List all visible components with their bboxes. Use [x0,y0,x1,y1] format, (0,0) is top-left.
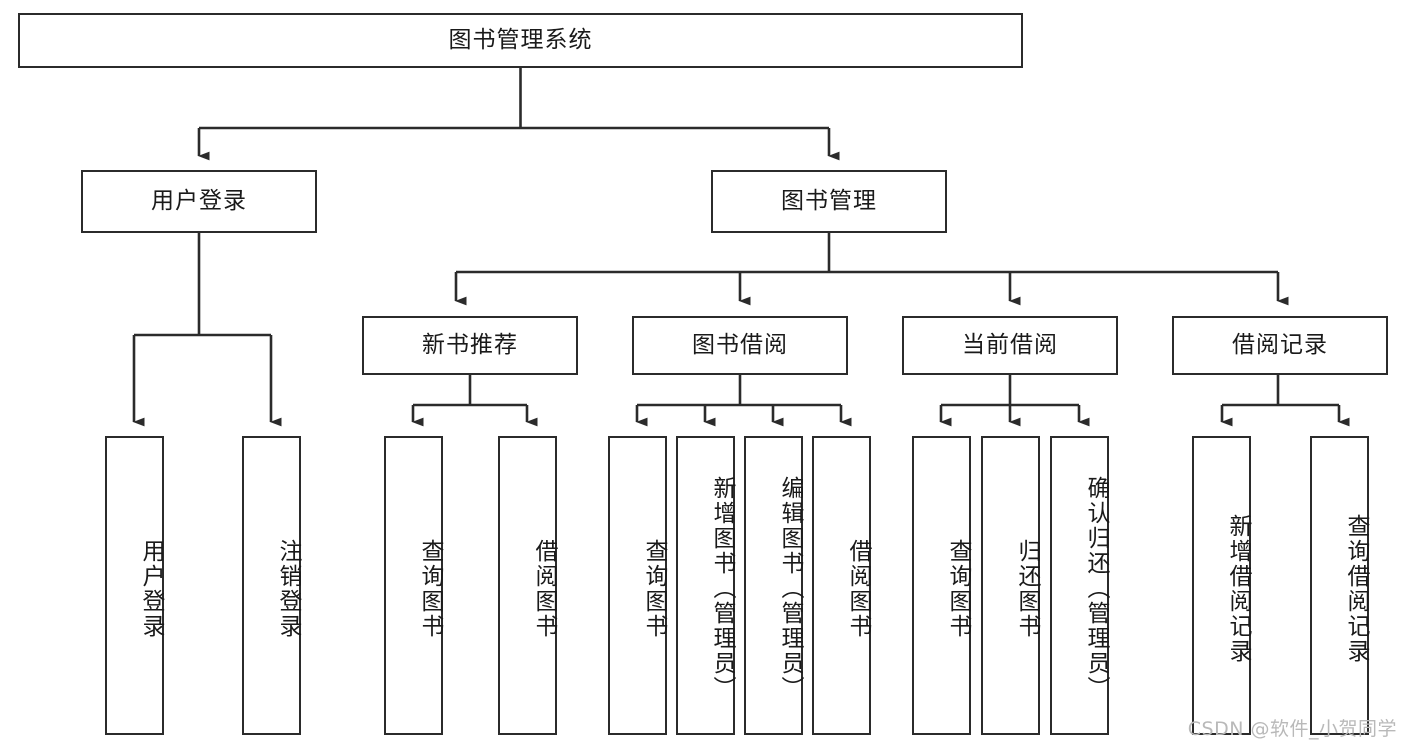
leaf-query-book-borrow[interactable]: 查询图书 [608,436,667,735]
node-label: 归还图书 [1014,538,1040,639]
node-label: 新增借阅记录 [1225,513,1251,664]
node-label: 用户登录 [151,187,247,214]
leaf-query-book-recommend[interactable]: 查询图书 [384,436,443,735]
node-label: 注销登录 [275,538,301,639]
node-root-book-management-system[interactable]: 图书管理系统 [18,13,1023,68]
edges-userlogin-to-leaves [132,233,282,427]
node-current-borrow[interactable]: 当前借阅 [902,316,1118,375]
node-book-borrow[interactable]: 图书借阅 [632,316,848,375]
edges-root-to-level2 [197,68,840,161]
node-label: 新增图书（管理员） [709,476,735,701]
node-label: 借阅图书 [531,538,557,639]
leaf-query-book-current[interactable]: 查询图书 [912,436,971,735]
watermark-text: CSDN @软件_小贺同学 [1187,718,1397,740]
leaf-return-book[interactable]: 归还图书 [981,436,1040,735]
node-label: 编辑图书（管理员） [777,476,803,701]
node-label: 查询图书 [641,538,667,639]
edges-bookmgmt-to-level3 [454,233,1289,306]
node-book-management[interactable]: 图书管理 [711,170,947,233]
edges-bookborrow-to-leaves [635,375,852,427]
leaf-user-login[interactable]: 用户登录 [105,436,164,735]
node-label: 查询图书 [417,538,443,639]
node-user-login[interactable]: 用户登录 [81,170,317,233]
node-label: 查询借阅记录 [1343,513,1369,664]
node-label: 查询图书 [945,538,971,639]
leaf-confirm-return-admin[interactable]: 确认归还（管理员） [1050,436,1109,735]
node-label: 确认归还（管理员） [1083,476,1109,701]
leaf-query-borrow-record[interactable]: 查询借阅记录 [1310,436,1369,735]
leaf-edit-book-admin[interactable]: 编辑图书（管理员） [744,436,803,735]
leaf-logout-login[interactable]: 注销登录 [242,436,301,735]
node-borrow-record[interactable]: 借阅记录 [1172,316,1388,375]
leaf-borrow-book-recommend[interactable]: 借阅图书 [498,436,557,735]
edges-newbook-to-leaves [411,375,538,427]
node-label: 图书管理 [781,187,877,214]
node-label: 当前借阅 [962,331,1058,358]
edges-currentborrow-to-leaves [939,375,1090,427]
node-label: 借阅图书 [845,538,871,639]
edges-borrowrecord-to-leaves [1220,375,1350,427]
node-new-book-recommend[interactable]: 新书推荐 [362,316,578,375]
node-label: 借阅记录 [1232,331,1328,358]
leaf-add-book-admin[interactable]: 新增图书（管理员） [676,436,735,735]
node-label: 新书推荐 [422,331,518,358]
leaf-borrow-book[interactable]: 借阅图书 [812,436,871,735]
leaf-add-borrow-record[interactable]: 新增借阅记录 [1192,436,1251,735]
node-label: 用户登录 [138,538,164,639]
node-label: 图书管理系统 [448,26,593,53]
node-label: 图书借阅 [692,331,788,358]
